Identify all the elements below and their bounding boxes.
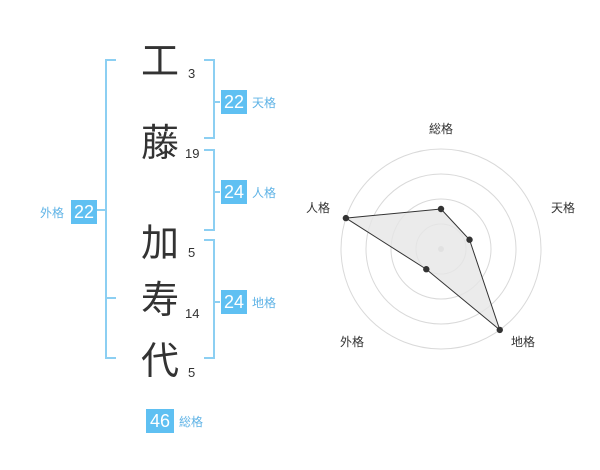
chikaku-bracket <box>204 239 220 359</box>
radar-axis-label-soukaku: 総格 <box>429 121 453 136</box>
gaikaku-label: 外格 <box>40 206 65 220</box>
radar-axis-label-chikaku: 地格 <box>511 334 535 349</box>
name-char-5: 代 <box>141 339 180 383</box>
radar-axis-label-tenkaku: 天格 <box>551 200 575 215</box>
radar-polygon <box>344 208 501 332</box>
name-char-2: 藤 <box>141 121 180 165</box>
stroke-count-5: 5 <box>188 365 196 380</box>
radar-axis-label-gaikaku: 外格 <box>340 334 364 349</box>
jinkaku-label: 人格 <box>252 186 277 200</box>
name-char-1: 工 <box>141 39 180 83</box>
radar-point <box>496 326 503 334</box>
chikaku-value-badge: 24 <box>221 290 247 314</box>
soukaku-value-badge: 46 <box>146 409 174 433</box>
radar-ring <box>365 173 517 325</box>
radar-ring <box>340 148 542 350</box>
stroke-count-1: 3 <box>188 66 196 81</box>
name-char-4: 寿 <box>141 278 180 322</box>
stroke-count-3: 5 <box>188 245 196 260</box>
radar-point <box>466 236 473 243</box>
gaikaku-bracket <box>96 59 116 359</box>
radar-point <box>423 266 430 273</box>
name-char-3: 加 <box>141 221 180 265</box>
tenkaku-label: 天格 <box>252 96 277 110</box>
jinkaku-bracket <box>204 149 220 231</box>
gaikaku-value-badge: 22 <box>71 200 97 224</box>
radar-axis-label-jinkaku: 人格 <box>306 200 330 215</box>
radar-point <box>437 205 445 213</box>
tenkaku-value-badge: 22 <box>221 90 247 114</box>
jinkaku-value-badge: 24 <box>221 180 247 204</box>
tenkaku-bracket <box>204 59 220 139</box>
soukaku-label: 総格 <box>179 415 204 429</box>
chikaku-label: 地格 <box>252 296 277 310</box>
stroke-count-2: 19 <box>185 146 200 161</box>
radar-chart: 総格 天格 地格 外格 人格 <box>306 121 575 350</box>
radar-ring <box>390 198 492 300</box>
radar-points <box>342 205 503 334</box>
stroke-count-4: 14 <box>185 306 200 321</box>
radar-point <box>342 214 350 222</box>
